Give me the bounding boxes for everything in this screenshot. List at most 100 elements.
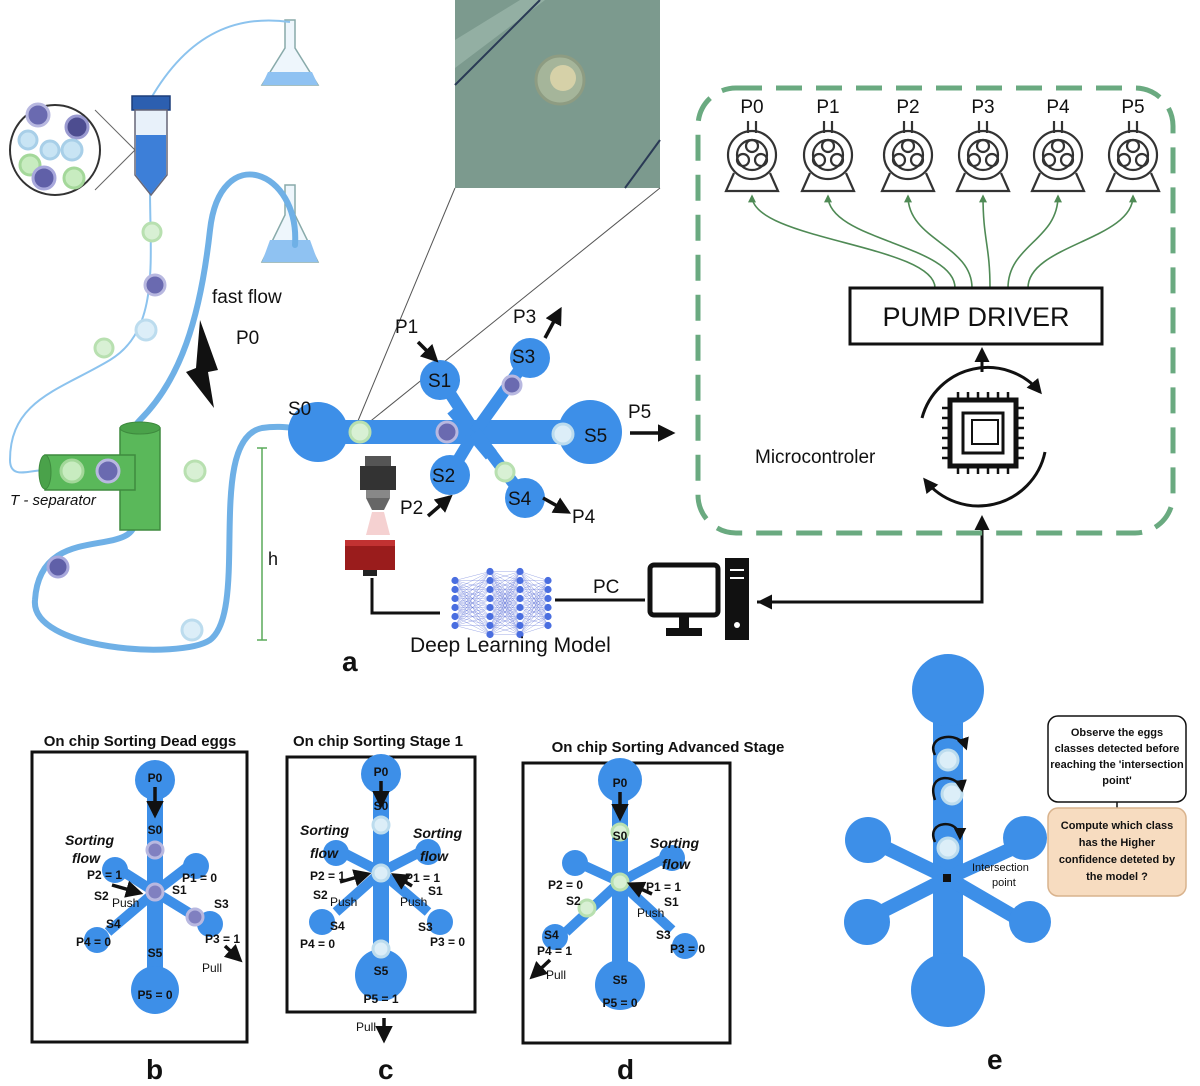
svg-text:reaching the 'intersection: reaching the 'intersection [1050, 759, 1184, 771]
b-p0: P0 [148, 771, 163, 785]
pump-p4-icon [1007, 121, 1086, 289]
panel-a: T - separator fast flow P0 h [8, 0, 1176, 677]
c-s5: S5 [374, 964, 389, 978]
pump-driver-box [848, 286, 1104, 346]
c-pull: Pull [356, 1020, 376, 1034]
egg-light-blue [134, 318, 158, 342]
computer-icon [647, 558, 749, 640]
microscope-objective-icon [360, 456, 396, 535]
b-s3: S3 [214, 897, 229, 911]
intersection-label-1: Intersection [972, 862, 1029, 874]
panel-c: On chip Sorting Stage 1 P0 S0 Sorting fl… [285, 733, 477, 1085]
panel-c-letter: c [378, 1054, 394, 1085]
b-s2: S2 [94, 889, 109, 903]
d-sorting: Sorting [650, 835, 699, 851]
s0-label: S0 [288, 399, 311, 420]
c-sorting-left: Sorting [300, 822, 349, 838]
d-s4: S4 [544, 928, 559, 942]
d-p0: P0 [613, 776, 628, 790]
egg-dead [143, 273, 167, 297]
pump-p2-icon [880, 121, 973, 289]
pump-label-p3: P3 [971, 97, 994, 118]
c-p4: P4 = 0 [300, 937, 335, 951]
pump-p5-icon [1027, 121, 1161, 289]
pump-label-p1: P1 [816, 97, 839, 118]
d-flow: flow [662, 856, 691, 872]
egg-light-blue [180, 618, 204, 642]
svg-text:classes detected before: classes detected before [1055, 743, 1180, 755]
intersection-point-marker [943, 874, 951, 882]
d-p2: P2 = 0 [548, 878, 583, 892]
c-p1: P1 = 1 [405, 871, 440, 885]
c-push-right: Push [400, 895, 427, 909]
s4-label: S4 [508, 489, 532, 510]
svg-text:Observe the eggs: Observe the eggs [1071, 727, 1163, 739]
pump-driver-label: PUMP DRIVER [882, 302, 1069, 332]
s3-label: S3 [512, 347, 535, 368]
p2-label: P2 [400, 498, 423, 519]
svg-text:confidence deteted by: confidence deteted by [1059, 854, 1176, 866]
d-p5: P5 = 0 [602, 996, 637, 1010]
s5-label: S5 [584, 426, 607, 447]
panel-e: Intersection point Observe the eggs clas… [844, 654, 1187, 1075]
panel-b: On chip Sorting Dead eggs P0 S0 Sorting … [30, 733, 249, 1085]
c-p5: P5 = 1 [363, 992, 398, 1006]
microcontroller-chip-icon [920, 365, 1047, 508]
p0-main-label: P0 [236, 328, 259, 349]
svg-text:point': point' [1102, 775, 1132, 787]
microcontroller-label: Microcontroler [755, 447, 876, 468]
panel-d-title: On chip Sorting Advanced Stage [552, 739, 785, 756]
d-s0: S0 [613, 829, 628, 843]
thin-tube-left [8, 189, 152, 474]
c-p2: P2 = 1 [310, 869, 345, 883]
svg-text:has the Higher: has the Higher [1079, 837, 1156, 849]
d-s1: S1 [664, 895, 679, 909]
pump-label-p5: P5 [1121, 97, 1144, 118]
c-push-left: Push [330, 895, 357, 909]
egg-dead [46, 555, 70, 579]
b-p3: P3 = 1 [205, 932, 240, 946]
panel-b-letter: b [146, 1054, 163, 1085]
egg-light-green [141, 221, 163, 243]
panel-d-letter: d [617, 1054, 634, 1085]
flask-middle-icon [260, 184, 320, 263]
s2-label: S2 [432, 466, 455, 487]
d-p4: P4 = 1 [537, 944, 572, 958]
b-s4: S4 [106, 917, 121, 931]
pump-label-p2: P2 [896, 97, 919, 118]
p1-label: P1 [395, 317, 418, 338]
egg-population-inset [9, 102, 136, 196]
c-flow-left: flow [310, 845, 339, 861]
t-separator [38, 421, 161, 531]
microfluidic-chip [288, 338, 622, 518]
compute-box [1047, 807, 1187, 897]
b-p2: P2 = 1 [87, 868, 122, 882]
c-s1: S1 [428, 884, 443, 898]
intersection-label-2: point [992, 877, 1016, 889]
pump-label-p0: P0 [740, 97, 763, 118]
b-s1: S1 [172, 883, 187, 897]
c-s3: S3 [418, 920, 433, 934]
fast-flow-label: fast flow [212, 287, 282, 308]
c-s0: S0 [374, 799, 389, 813]
height-label: h [268, 549, 278, 569]
b-s5: S5 [148, 946, 163, 960]
p4-label: P4 [572, 507, 596, 528]
panel-a-letter: a [342, 646, 358, 677]
microscope-image [454, 0, 661, 189]
p5-label: P5 [628, 402, 651, 423]
camera-icon [345, 540, 395, 576]
egg-light-green [93, 337, 115, 359]
pc-label: PC [593, 577, 619, 598]
b-p5: P5 = 0 [137, 988, 172, 1002]
panel-d: On chip Sorting Advanced Stage P0 S0 Sor… [521, 739, 785, 1085]
b-p4: P4 = 0 [76, 935, 111, 949]
thin-tube-top [149, 19, 291, 101]
flask-top-icon [260, 19, 320, 86]
panel-e-letter: e [987, 1044, 1003, 1075]
main-tubing [31, 171, 299, 653]
neural-network-icon [451, 567, 552, 639]
d-p1: P1 = 1 [646, 880, 681, 894]
svg-text:Compute which class: Compute which class [1061, 820, 1173, 832]
